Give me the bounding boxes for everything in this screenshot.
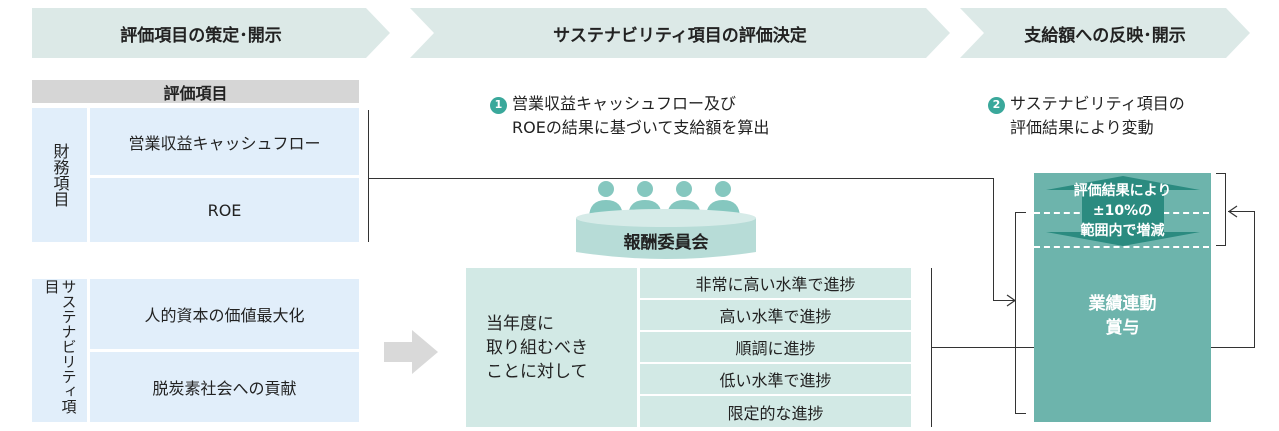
evaluation-level-very-high: 非常に高い水準で進捗 <box>640 268 911 298</box>
step1-label: 評価項目の策定･開示 <box>120 25 282 46</box>
financial-item-ocf: 営業収益キャッシュフロー <box>90 108 359 175</box>
evaluation-level-steady: 順調に進捗 <box>640 332 911 362</box>
evaluation-subject-cell: 当年度に 取り組むべき ことに対して <box>466 268 637 427</box>
adjust-bracket-top <box>1216 173 1225 174</box>
sustainability-item-decarbonization: 脱炭素社会への貢献 <box>90 352 359 422</box>
adjustment-line2: ±10%の <box>1092 203 1153 219</box>
evaluation-connector-into-box <box>1228 211 1255 212</box>
sustainability-item-human-capital: 人的資本の価値最大化 <box>90 279 359 349</box>
bonus-left-bracket-vertical <box>1015 212 1016 413</box>
bonus-left-bracket-top <box>1015 212 1026 213</box>
note1-number-badge: 1 <box>490 96 507 114</box>
step2-chevron: サステナビリティ項目の評価決定 <box>410 8 950 58</box>
gray-arrow-icon <box>384 330 438 374</box>
step1-chevron-shape <box>32 8 390 58</box>
step3-chevron: 支給額への反映･開示 <box>960 8 1250 58</box>
evaluation-level-low: 低い水準で進捗 <box>640 364 911 394</box>
committee-label: 報酬委員会 <box>623 232 709 253</box>
note2: 2 サステナビリティ項目の 評価結果により変動 <box>988 92 1185 140</box>
step2-chevron-shape <box>410 8 950 58</box>
financial-connector-horizontal <box>368 178 994 179</box>
adjust-bracket-bottom <box>1216 245 1226 246</box>
bonus-label: 業績連動 賞与 <box>1034 292 1211 340</box>
increase-decrease-arrow-icon <box>1046 176 1200 246</box>
arrowhead-left-icon <box>1227 205 1238 218</box>
evaluation-items-header: 評価項目 <box>32 80 359 103</box>
bonus-left-bracket-bottom <box>1015 413 1026 414</box>
evaluation-level-high: 高い水準で進捗 <box>640 300 911 330</box>
financial-connector-vertical <box>993 178 994 300</box>
financial-connector-into-bracket <box>993 300 1015 301</box>
financial-bracket-line <box>368 110 369 242</box>
adjustment-line1: 評価結果により <box>1073 183 1172 199</box>
step1-chevron: 評価項目の策定･開示 <box>32 8 390 58</box>
adjustment-text: 評価結果により ±10%の 範囲内で増減 <box>1034 181 1211 241</box>
step3-chevron-shape <box>960 8 1250 58</box>
evaluation-connector-vertical <box>1254 211 1255 348</box>
note1-line1: 営業収益キャッシュフロー及び <box>512 94 737 113</box>
evaluation-subject-line3: ことに対して <box>486 361 588 382</box>
note1: 1 営業収益キャッシュフロー及び ROEの結果に基づいて支給額を算出 <box>490 92 769 140</box>
evaluation-subject-line2: 取り組むべき <box>486 337 588 358</box>
bonus-label-line2: 賞与 <box>1105 318 1140 338</box>
step2-label: サステナビリティ項目の評価決定 <box>553 25 807 46</box>
step3-label: 支給額への反映･開示 <box>1024 25 1186 46</box>
sustainability-group-label: サステナビリティ項目 <box>32 279 87 422</box>
adjust-bracket-vertical <box>1225 173 1226 245</box>
bonus-label-line1: 業績連動 <box>1088 294 1157 314</box>
committee-table-shape <box>576 209 756 259</box>
note2-line2: 評価結果により変動 <box>1010 118 1154 137</box>
note1-line2: ROEの結果に基づいて支給額を算出 <box>512 118 770 137</box>
note2-line1: サステナビリティ項目の <box>1010 94 1185 113</box>
evaluation-level-limited: 限定的な進捗 <box>640 396 911 427</box>
financial-item-roe: ROE <box>90 178 359 242</box>
adjustment-line3: 範囲内で増減 <box>1080 223 1165 239</box>
evaluation-subject-line1: 当年度に <box>486 313 554 334</box>
financial-group-label: 財務項目 <box>32 108 87 242</box>
note2-number-badge: 2 <box>988 96 1005 114</box>
